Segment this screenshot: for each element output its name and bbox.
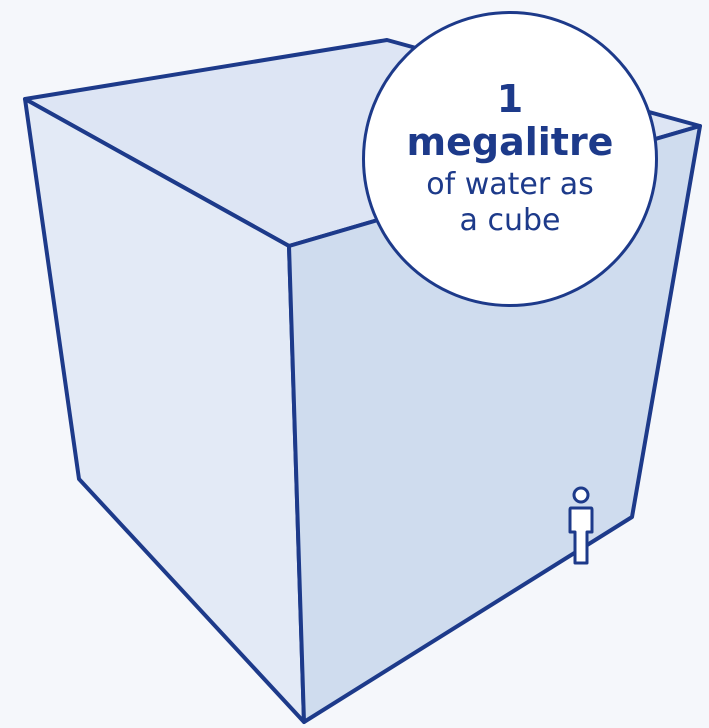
- badge-number: 1: [496, 77, 524, 122]
- badge-unit: megalitre: [406, 120, 614, 165]
- badge-description-line-2: a cube: [459, 202, 561, 238]
- badge-description-line-1: of water as: [426, 166, 594, 202]
- person-icon: [568, 486, 594, 565]
- megalitre-badge: 1 megalitre of water as a cube: [362, 11, 658, 307]
